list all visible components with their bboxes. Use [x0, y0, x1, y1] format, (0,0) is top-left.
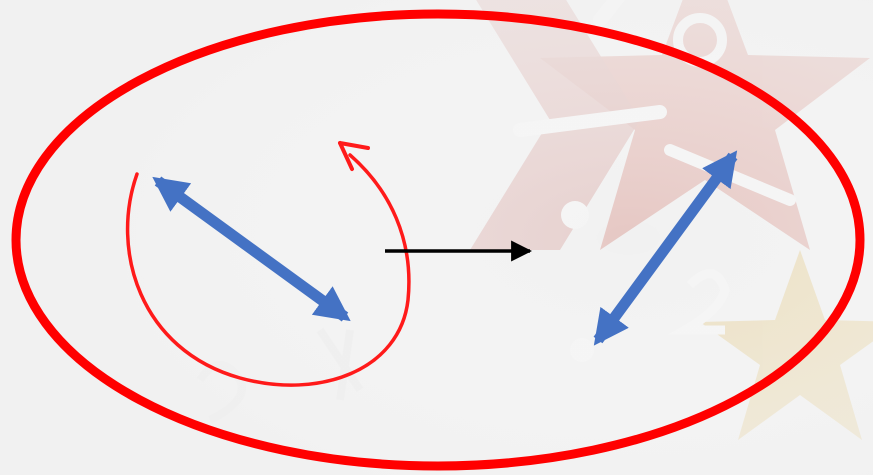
- ellipse-outline: [11, 9, 865, 471]
- original-double-arrow: [152, 176, 351, 322]
- rotation-arrowhead-icon: [338, 141, 370, 171]
- rotated-double-arrow: [593, 150, 738, 346]
- rotation-arc-arrow: [125, 153, 411, 387]
